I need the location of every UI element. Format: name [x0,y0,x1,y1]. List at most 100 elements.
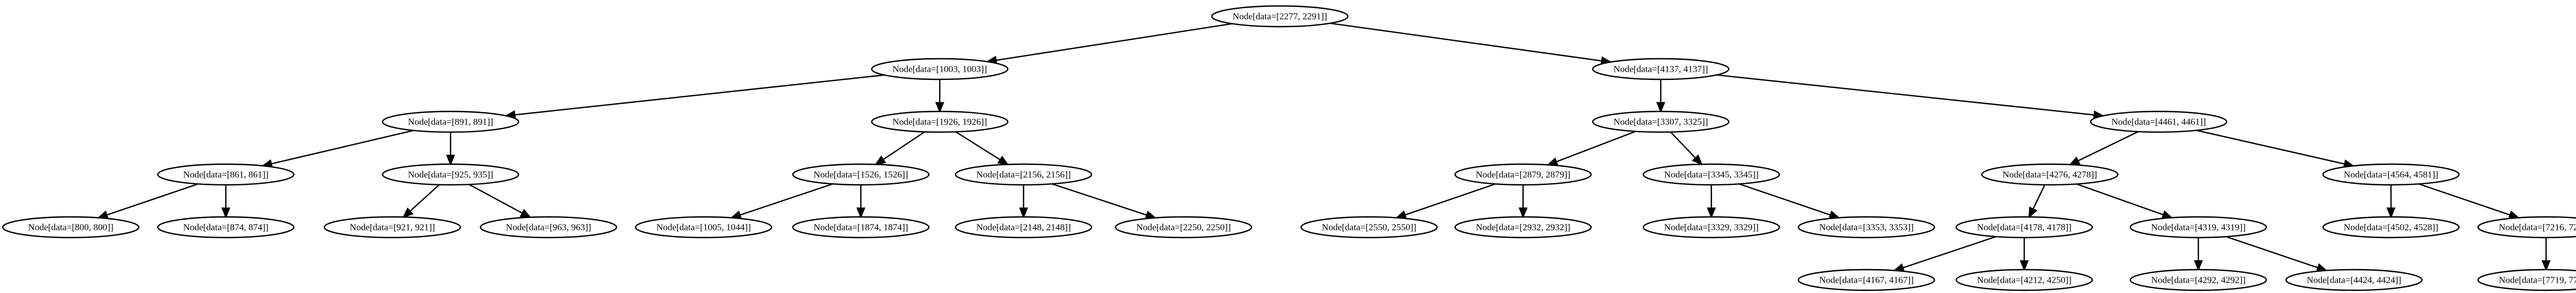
tree-node: Node[data=[2250, 2250]] [1114,216,1253,239]
node-label: Node[data=[800, 800]] [28,222,114,233]
tree-edge [2193,238,2203,272]
node-ellipse [2129,216,2267,239]
tree-edge [1706,185,1716,219]
node-ellipse [954,216,1093,239]
node-label: Node[data=[7216, 7216]] [2499,222,2576,233]
node-ellipse [2477,269,2576,291]
node-ellipse [2322,216,2460,239]
tree-node: Node[data=[1926, 1926]] [871,110,1009,133]
arrowhead-icon [2068,156,2081,166]
tree-edge [730,183,833,220]
node-ellipse [381,110,520,133]
node-label: Node[data=[3353, 3353]] [1819,222,1914,233]
tree-edge [446,132,455,166]
node-ellipse [871,110,1009,133]
edge-line [2226,236,2319,269]
tree-node: Node[data=[4137, 4137]] [1592,58,1730,80]
node-label: Node[data=[4461, 4461]] [2111,117,2206,127]
edge-line [1902,236,1996,269]
tree-node: Node[data=[4212, 4250]] [1955,269,2093,291]
tree-edge [2386,185,2396,219]
tree-edge [1739,183,1841,219]
node-ellipse [1592,110,1730,133]
edge-line [739,183,833,216]
tree-node: Node[data=[874, 874]] [157,216,295,239]
node-label: Node[data=[861, 861]] [183,170,269,180]
tree-edges [96,22,2551,272]
tree-edge [985,23,1232,65]
tree-node: Node[data=[1526, 1526]] [792,163,930,186]
tree-edge [402,184,440,219]
node-ellipse [634,216,773,239]
node-label: Node[data=[1874, 1874]] [814,222,908,233]
tree-node: Node[data=[2550, 2550]] [1300,216,1438,239]
tree-node: Node[data=[1005, 1044]] [634,216,773,239]
node-ellipse [2,216,140,239]
tree-node: Node[data=[921, 921]] [323,216,461,239]
node-label: Node[data=[891, 891]] [408,117,494,127]
edge-line [955,131,1001,161]
tree-nodes: Node[data=[2277, 2291]]Node[data=[1003, … [2,5,2576,291]
node-label: Node[data=[4137, 4137]] [1613,64,1708,74]
tree-node: Node[data=[3307, 3325]] [1592,110,1730,133]
arrowhead-icon [1019,207,1028,219]
node-ellipse [1981,163,2119,186]
arrowhead-icon [1692,154,1703,166]
node-ellipse [792,216,930,239]
tree-edge [1546,130,1636,166]
tree-edge [1330,22,1612,66]
edge-line [409,184,440,212]
node-ellipse [1797,216,1936,239]
edge-line [2032,184,2045,210]
node-label: Node[data=[2277, 2291]] [1232,11,1327,22]
tree-node: Node[data=[1874, 1874]] [792,216,930,239]
tree-edge [1518,185,1528,219]
node-ellipse [1955,216,2093,239]
node-label: Node[data=[874, 874]] [183,222,269,233]
tree-edge [504,74,885,120]
tree-node: Node[data=[2277, 2291]] [1211,5,1349,28]
arrowhead-icon [402,207,414,219]
tree-edge [935,79,945,114]
tree-edge [2541,238,2551,272]
edge-line [2076,183,2164,216]
node-label: Node[data=[963, 963]] [506,222,591,233]
node-ellipse [157,216,295,239]
tree-node: Node[data=[2156, 2156]] [954,163,1093,186]
node-label: Node[data=[4424, 4424]] [2307,275,2401,285]
arrowhead-icon [221,207,231,219]
node-label: Node[data=[4212, 4250]] [1977,275,2072,285]
tree-edge [2226,236,2328,272]
tree-node: Node[data=[963, 963]] [479,216,618,239]
node-ellipse [157,163,295,186]
tree-node: Node[data=[2148, 2148]] [954,216,1093,239]
tree-edge [1051,183,1157,220]
arrowhead-icon [1546,157,1559,166]
arrowhead-icon [446,154,455,166]
node-ellipse [1797,269,1936,291]
edge-line [2078,131,2139,161]
edge-line [1716,74,2094,116]
arrowhead-icon [1656,102,1666,114]
tree-edge [1656,79,1666,114]
arrowhead-icon [519,209,532,219]
node-ellipse [954,163,1093,186]
edge-line [2196,129,2345,165]
node-label: Node[data=[3307, 3325]] [1613,117,1708,127]
tree-node: Node[data=[2879, 2879]] [1454,163,1592,186]
edge-line [1404,183,1496,216]
node-label: Node[data=[3345, 3345]] [1664,170,1759,180]
node-label: Node[data=[2550, 2550]] [1322,222,1416,233]
node-label: Node[data=[4167, 4167]] [1819,275,1914,285]
edge-line [883,131,925,160]
edge-line [1739,183,1831,216]
tree-edge [2196,129,2355,169]
node-ellipse [2477,216,2576,239]
tree-node: Node[data=[2932, 2932]] [1454,216,1592,239]
edge-line [1051,183,1147,216]
tree-edge [955,131,1009,166]
tree-edge [2076,183,2173,219]
node-label: Node[data=[4178, 4178]] [1977,222,2072,233]
node-label: Node[data=[4319, 4319]] [2151,222,2246,233]
